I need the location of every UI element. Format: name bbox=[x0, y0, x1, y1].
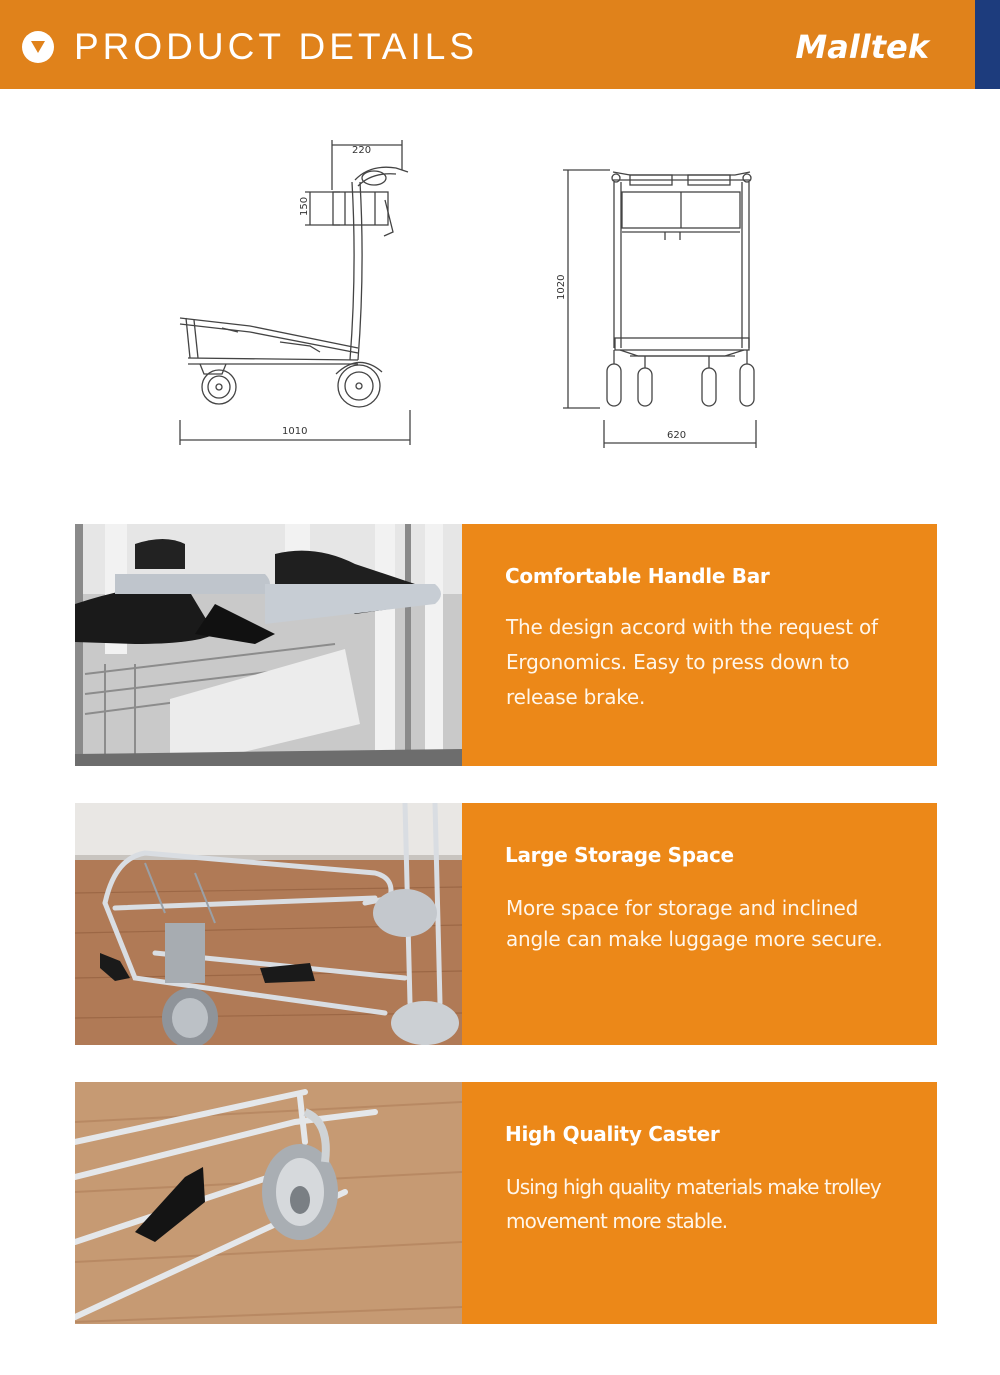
chevron-down-circle-icon bbox=[22, 31, 54, 63]
dimension-label-1020: 1020 bbox=[556, 275, 567, 300]
feature-line: More space for storage and inclined bbox=[506, 896, 859, 920]
feature-line: Ergonomics. Easy to press down to bbox=[506, 650, 850, 674]
feature-line: The design accord with the request of bbox=[506, 615, 878, 639]
feature-description: More space for storage and inclined angl… bbox=[506, 893, 916, 955]
header-accent-stripe bbox=[975, 0, 1000, 89]
page-title: PRODUCT DETAILS bbox=[74, 26, 479, 67]
feature-title: Large Storage Space bbox=[505, 843, 734, 867]
feature-line: angle can make luggage more secure. bbox=[506, 927, 883, 951]
storage-space-photo bbox=[75, 803, 462, 1045]
dimension-label-620: 620 bbox=[667, 430, 686, 441]
feature-caster: High Quality Caster Using high quality m… bbox=[75, 1082, 937, 1324]
technical-drawings: 220 150 1010 1020 620 bbox=[160, 120, 800, 460]
feature-description: Using high quality materials make trolle… bbox=[506, 1170, 916, 1238]
dimension-label-150: 150 bbox=[299, 197, 310, 216]
feature-title: Comfortable Handle Bar bbox=[505, 564, 770, 588]
feature-line: Using high quality materials make trolle… bbox=[506, 1175, 882, 1199]
feature-description: The design accord with the request of Er… bbox=[506, 610, 916, 715]
feature-storage-space: Large Storage Space More space for stora… bbox=[75, 803, 937, 1045]
storage-space-panel: Large Storage Space More space for stora… bbox=[462, 803, 937, 1045]
feature-line: movement more stable. bbox=[506, 1209, 728, 1233]
handle-bar-panel: Comfortable Handle Bar The design accord… bbox=[462, 524, 937, 766]
side-view-drawing bbox=[179, 140, 411, 445]
handle-bar-photo bbox=[75, 524, 462, 766]
feature-handle-bar: Comfortable Handle Bar The design accord… bbox=[75, 524, 937, 766]
dimension-label-220: 220 bbox=[352, 145, 371, 156]
feature-line: release brake. bbox=[506, 685, 646, 709]
dimension-label-1010: 1010 bbox=[282, 426, 307, 437]
caster-photo bbox=[75, 1082, 462, 1324]
caster-panel: High Quality Caster Using high quality m… bbox=[462, 1082, 937, 1324]
trolley-drawings: 220 150 1010 1020 620 bbox=[179, 140, 757, 448]
brand-logo: Malltek bbox=[795, 28, 929, 66]
feature-title: High Quality Caster bbox=[505, 1122, 720, 1146]
header-bar: PRODUCT DETAILS Malltek bbox=[0, 0, 975, 89]
front-view-drawing bbox=[563, 169, 757, 448]
